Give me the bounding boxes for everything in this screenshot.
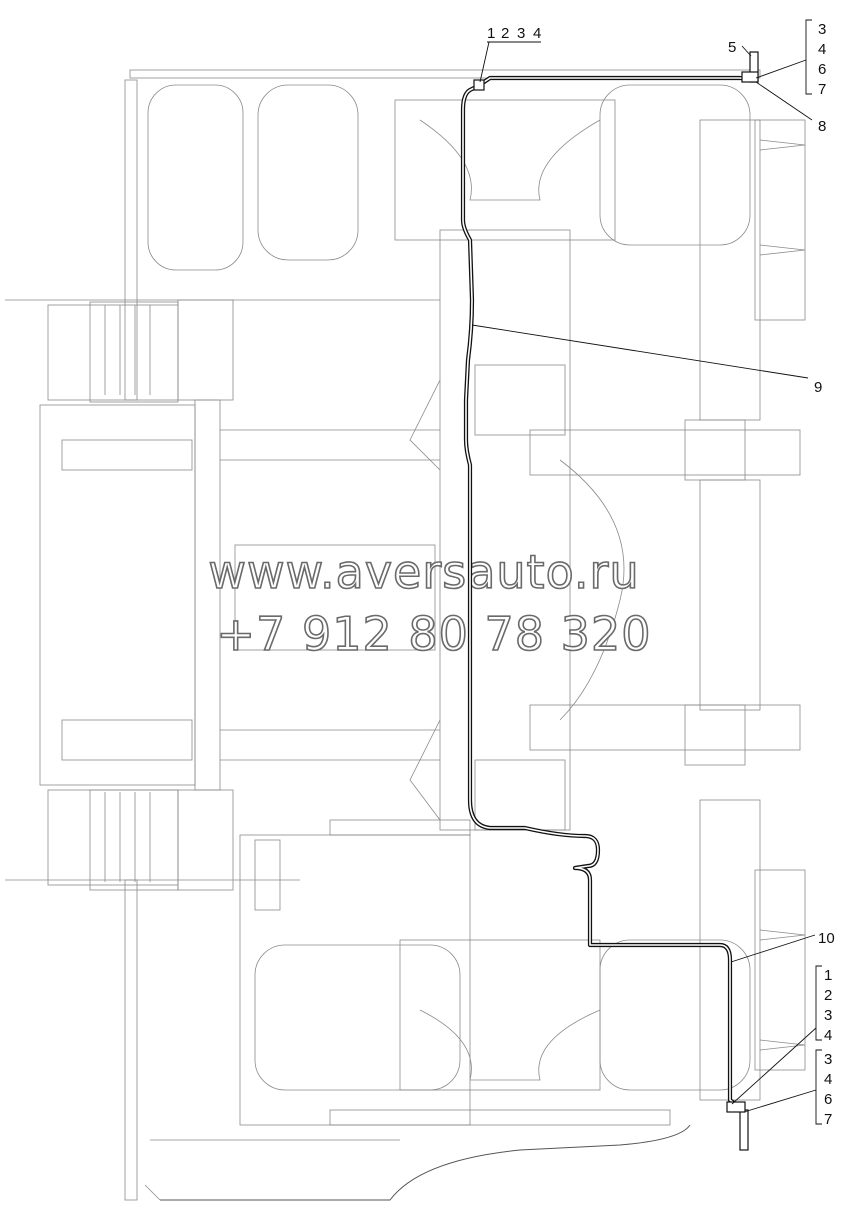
pipe-connector-top-left bbox=[473, 79, 485, 91]
bracket-bottom-lower-6: 6 bbox=[824, 1091, 832, 1108]
callout-9: 9 bbox=[471, 324, 822, 396]
bracket-bottom-upper-1: 1 bbox=[824, 967, 832, 984]
callout-9-label: 9 bbox=[814, 379, 822, 396]
callout-8: 8 bbox=[755, 81, 826, 135]
brake-pipe-route bbox=[460, 51, 759, 1151]
bracket-top-3: 3 bbox=[818, 21, 826, 38]
pipe-connector-bottom-right bbox=[739, 1109, 749, 1151]
callout-top-3: 3 bbox=[517, 25, 525, 42]
callout-bottom-right-bracket-lower: 3 4 6 7 bbox=[743, 1049, 832, 1128]
callout-top-right-bracket: 3 4 6 7 bbox=[755, 19, 826, 98]
callout-top-group: 1 2 3 4 bbox=[479, 25, 541, 83]
callout-10: 10 bbox=[730, 930, 835, 963]
bracket-bottom-lower-4: 4 bbox=[824, 1071, 832, 1088]
watermark-phone: +7 912 80 78 320 bbox=[217, 607, 652, 661]
callout-bottom-right-bracket-upper: 1 2 3 4 bbox=[731, 965, 832, 1105]
callout-5: 5 bbox=[728, 39, 752, 57]
bracket-bottom-upper-3: 3 bbox=[824, 1007, 832, 1024]
callout-8-label: 8 bbox=[818, 118, 826, 135]
bracket-bottom-lower-3: 3 bbox=[824, 1051, 832, 1068]
callout-top-4: 4 bbox=[533, 25, 541, 42]
bracket-top-6: 6 bbox=[818, 61, 826, 78]
watermark-site: www.aversauto.ru bbox=[208, 545, 639, 599]
callout-10-label: 10 bbox=[818, 930, 835, 947]
bracket-top-7: 7 bbox=[818, 81, 826, 98]
callout-top-1: 1 bbox=[487, 25, 495, 42]
pipe-fitting-bottom-right bbox=[726, 1101, 746, 1113]
bracket-top-4: 4 bbox=[818, 41, 826, 58]
bracket-bottom-upper-4: 4 bbox=[824, 1027, 832, 1044]
callout-5-label: 5 bbox=[728, 39, 736, 56]
bracket-bottom-upper-2: 2 bbox=[824, 987, 832, 1004]
pipe-fitting-top-right bbox=[741, 71, 759, 83]
bracket-bottom-lower-7: 7 bbox=[824, 1111, 832, 1128]
callout-top-2: 2 bbox=[501, 25, 509, 42]
